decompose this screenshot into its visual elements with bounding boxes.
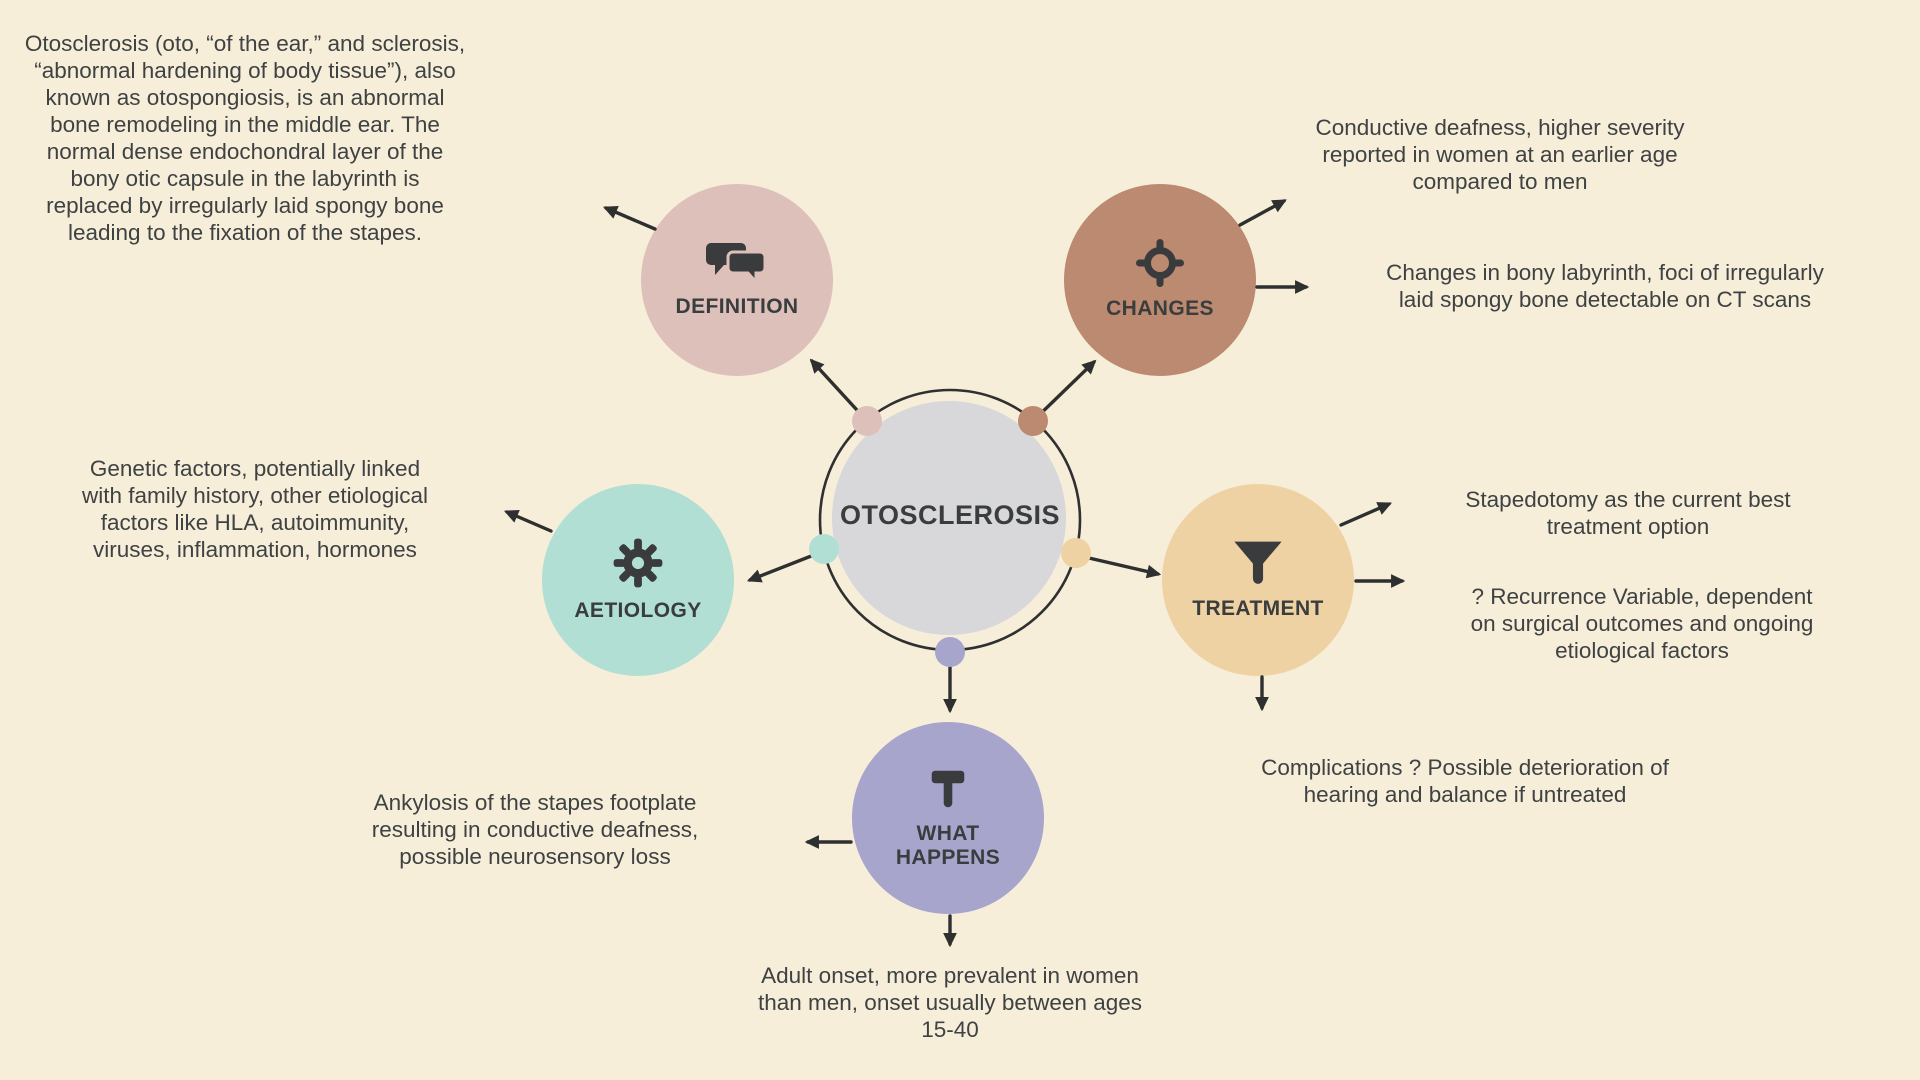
- connector-changes-severity-note: [1238, 199, 1287, 227]
- definition-node-circle: [641, 184, 833, 376]
- aetiology-anchor-dot: [809, 534, 839, 564]
- connector-treatment-stapedotomy: [1339, 502, 1393, 527]
- note-changes-ct: Changes in bony labyrinth, foci of irreg…: [1386, 260, 1824, 312]
- note-changes-severity: Conductive deafness, higher severity rep…: [1315, 115, 1685, 194]
- note-what-happens-ankylosis: Ankylosis of the stapes footplate result…: [371, 790, 699, 869]
- connector-definition-note: [602, 205, 657, 231]
- center-node-circle: [832, 401, 1066, 635]
- what-happens-node-circle: [852, 722, 1044, 914]
- center-node-label: OTOSCLEROSIS: [839, 500, 1061, 530]
- connector-aetiology-note: [503, 510, 553, 533]
- changes-node-circle: [1064, 184, 1256, 376]
- note-treatment-stapedotomy: Stapedotomy as the current best treatmen…: [1465, 487, 1791, 539]
- note-treatment-complications: Complications ? Possible deterioration o…: [1261, 755, 1669, 807]
- treatment-node-circle: [1162, 484, 1354, 676]
- note-definition: Otosclerosis (oto, “of the ear,” and scl…: [24, 31, 466, 245]
- aetiology-node-circle: [542, 484, 734, 676]
- note-treatment-recurrence: ? Recurrence Variable, dependent on surg…: [1470, 584, 1814, 663]
- treatment-anchor-dot: [1061, 538, 1091, 568]
- note-aetiology: Genetic factors, potentially linked with…: [82, 456, 428, 562]
- note-what-happens-onset: Adult onset, more prevalent in women tha…: [757, 963, 1142, 1042]
- changes-anchor-dot: [1018, 406, 1048, 436]
- definition-anchor-dot: [852, 406, 882, 436]
- what-happens-anchor-dot: [935, 637, 965, 667]
